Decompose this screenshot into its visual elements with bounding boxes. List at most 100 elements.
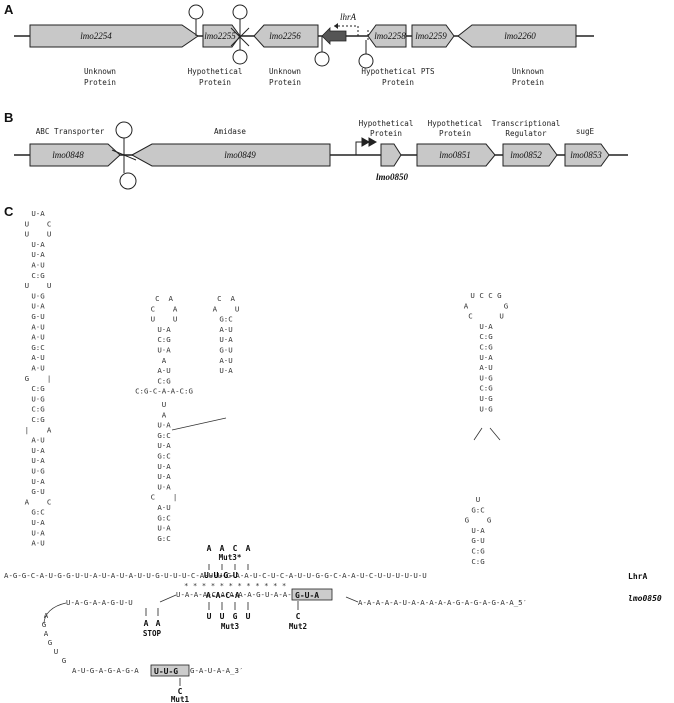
hp2stem-row-1: A xyxy=(162,410,167,419)
hp2b-row-1: A U xyxy=(213,304,240,313)
mut3-bases: U U G U xyxy=(207,612,251,621)
hp3_loop_mid-row-0: U xyxy=(476,495,480,504)
hp3-row-8: U·G xyxy=(479,373,492,382)
hp2stem-row-12: U·A xyxy=(157,524,171,533)
gene-lmo0849: lmo0849 xyxy=(130,143,331,167)
svg-text:Protein: Protein xyxy=(84,78,116,87)
mut3-label: Mut3 xyxy=(221,622,240,631)
hp3_loop_mid-row-5: C:G xyxy=(471,547,484,556)
svg-text:lhrA: lhrA xyxy=(340,12,357,22)
hp1-row-4: U·A xyxy=(31,250,45,259)
gene-lmo2259: lmo2259 xyxy=(411,24,455,48)
mut1-label: Mut1 xyxy=(171,695,190,703)
hp2stem-row-6: U·A xyxy=(157,462,171,471)
hp3_loop_mid-row-3: U·A xyxy=(471,526,485,535)
svg-text:Regulator: Regulator xyxy=(505,129,547,138)
hp1-row-10: G·U xyxy=(31,312,44,321)
svg-text:G: G xyxy=(233,612,238,621)
terminator-a1 xyxy=(188,4,204,36)
loop-chain-base-3: G xyxy=(48,638,52,647)
svg-text:Protein: Protein xyxy=(199,78,231,87)
hp2b-row-2: G:C xyxy=(219,315,232,324)
lhra-bold-region: U-U-G-U xyxy=(204,571,238,580)
terminator-b xyxy=(111,121,137,190)
lmo0850-left-seq: U-A-G-A-A-G-U-U xyxy=(66,598,133,607)
lmo0850-name: lmo0850 xyxy=(628,594,662,603)
hp1-row-16: G | xyxy=(25,374,52,383)
hp2stem-row-7: U·A xyxy=(157,472,171,481)
hp1-row-8: U·G xyxy=(31,291,44,300)
hp2a-row-1: C A xyxy=(151,304,178,313)
loop-chain-base-1: G xyxy=(42,620,46,629)
hp1-row-29: G:C xyxy=(31,508,44,517)
gene-lmo0852: lmo0852 xyxy=(502,143,558,167)
hp3_loop_mid-row-6: C:G xyxy=(471,557,484,566)
svg-text:Protein: Protein xyxy=(370,129,402,138)
lmo0850-bottom-left: A-U-G-A-G-A-G-A xyxy=(72,666,139,675)
hp2a-row-9: C:G-C-A-A-C:G xyxy=(135,387,193,396)
svg-text:Hypothetical: Hypothetical xyxy=(359,119,414,128)
lhra-gene-arrow: lhrA xyxy=(321,12,357,45)
loop-chain-base-4: U xyxy=(54,647,58,656)
hp1-row-12: A·U xyxy=(31,333,44,342)
hp1-row-24: U·A xyxy=(31,456,45,465)
hp1-row-26: U·A xyxy=(31,477,45,486)
hp1-row-7: U U xyxy=(25,281,52,290)
hp3-row-10: U·G xyxy=(479,394,492,403)
hp2b-row-3: A·U xyxy=(219,325,232,334)
svg-text:lmo0848: lmo0848 xyxy=(52,150,84,160)
hp3_loop_mid-row-2: G G xyxy=(465,516,492,525)
svg-text:lmo0850: lmo0850 xyxy=(376,172,409,182)
lhra-hairpin-3: U C C GA GC UU·AC:GC:GU·AA·UU·GC:GU·GU·G xyxy=(464,291,509,413)
lmo0850-bottom-right: G-A-U-A-A_3′ xyxy=(190,666,243,675)
hp2a-row-4: C:G xyxy=(157,335,170,344)
lhra-hairpin-1: U-AU CU UU·AU·AA·UC:GU UU·GU·AG·UA·UA·UG… xyxy=(25,209,52,548)
hp3-row-0: U C C G xyxy=(470,291,501,300)
hp2stem-row-13: G:C xyxy=(157,534,170,543)
lmo0850-mid-seq: U-A-A-A-C-A-A-A-A-G-U-A-A-G xyxy=(176,590,296,599)
hp3-row-5: C:G xyxy=(479,343,492,352)
gene-lmo0848: lmo0848 xyxy=(29,143,121,167)
lhra-hairpin-2-stem: UAU·AG:CU·AG:CU·AU·AU·AC |A·UG:CU·AG:C xyxy=(151,400,178,543)
mut3star-arrows xyxy=(208,564,249,570)
svg-text:Protein: Protein xyxy=(269,78,301,87)
hp3-row-7: A·U xyxy=(479,363,492,372)
svg-text:ABC Transporter: ABC Transporter xyxy=(36,127,105,136)
lmo-link-right xyxy=(345,596,359,603)
gene-lmo2254: lmo2254 xyxy=(29,24,199,48)
hp1-row-20: C:G xyxy=(31,415,44,424)
hairpin-3-connector-r xyxy=(489,427,501,441)
svg-text:Amidase: Amidase xyxy=(214,127,246,136)
hp1-row-15: A·U xyxy=(31,364,44,373)
hp1-row-0: U-A xyxy=(31,209,45,218)
svg-text:A: A xyxy=(246,544,251,553)
svg-text:lmo0851: lmo0851 xyxy=(439,150,471,160)
stop-arrows xyxy=(145,608,159,616)
lhra-hairpin-2b: C AA UG:CA·UU·AG·UA·UU·A xyxy=(213,294,240,375)
promoter-a xyxy=(334,25,369,40)
svg-text:Hypothetical PTS: Hypothetical PTS xyxy=(361,67,435,76)
hp3-row-6: U·A xyxy=(479,353,493,362)
svg-text:lmo0849: lmo0849 xyxy=(224,150,256,160)
lhra-hairpin-2a: C AC AU UU·AC:GU·AAA·UC:GC:G-C-A-A-C:G xyxy=(135,294,193,396)
lmo0850-bold-region: A-A-C-A xyxy=(206,591,240,600)
mut2-box xyxy=(291,588,333,601)
mut2-label: Mut2 xyxy=(289,622,307,631)
hp1-row-3: U·A xyxy=(31,240,45,249)
svg-text:lmo2255: lmo2255 xyxy=(204,31,236,41)
hp2a-row-7: A·U xyxy=(157,366,170,375)
hp3-row-2: C U xyxy=(468,312,504,321)
hp2a-row-0: C A xyxy=(155,294,173,303)
mut3star-label: Mut3* xyxy=(219,553,242,562)
hp2stem-row-8: U·A xyxy=(157,482,171,491)
hp3-row-3: U·A xyxy=(479,322,493,331)
hp1-row-6: C:G xyxy=(31,271,44,280)
lmo-link-left xyxy=(159,594,177,603)
hp2stem-row-9: C | xyxy=(151,493,178,502)
svg-text:lmo2256: lmo2256 xyxy=(269,31,301,41)
hp3_loop_mid-row-4: G·U xyxy=(471,536,484,545)
mut1-base: C xyxy=(178,687,183,696)
hp1-row-31: U·A xyxy=(31,528,45,537)
